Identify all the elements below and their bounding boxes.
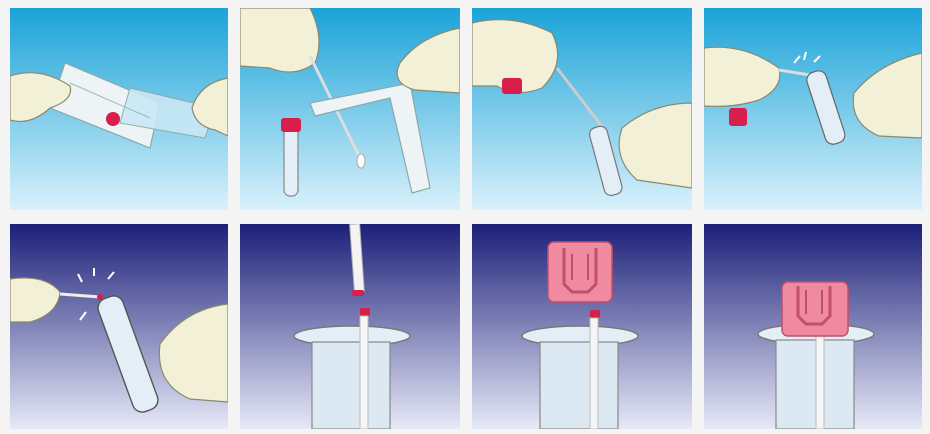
step-6-panel	[240, 224, 460, 429]
step-2-illustration	[240, 8, 460, 210]
step-3-panel	[472, 8, 692, 210]
step-7-panel	[472, 224, 692, 429]
collection-tube	[281, 118, 301, 196]
tube-cap	[729, 108, 747, 126]
swab-tip	[357, 154, 365, 168]
step-1-panel	[10, 8, 228, 210]
step-4-illustration	[704, 8, 922, 210]
step-2-panel	[240, 8, 460, 210]
swab-tip	[360, 308, 370, 316]
tube-cap	[782, 282, 848, 336]
swab-tip	[97, 294, 103, 300]
step-3-illustration	[472, 8, 692, 210]
step-8-illustration	[704, 224, 922, 429]
step-7-illustration	[472, 224, 692, 429]
step-8-panel	[704, 224, 922, 429]
gloved-hand-left	[240, 8, 319, 72]
tube-cap	[548, 242, 612, 302]
step-1-illustration	[10, 8, 228, 210]
step-5-illustration	[10, 224, 228, 429]
step-4-panel	[704, 8, 922, 210]
tube-cap	[502, 78, 522, 94]
tube-cap	[106, 112, 120, 126]
step-5-panel	[10, 224, 228, 429]
swab-tip	[590, 310, 600, 318]
step-6-illustration	[240, 224, 460, 429]
